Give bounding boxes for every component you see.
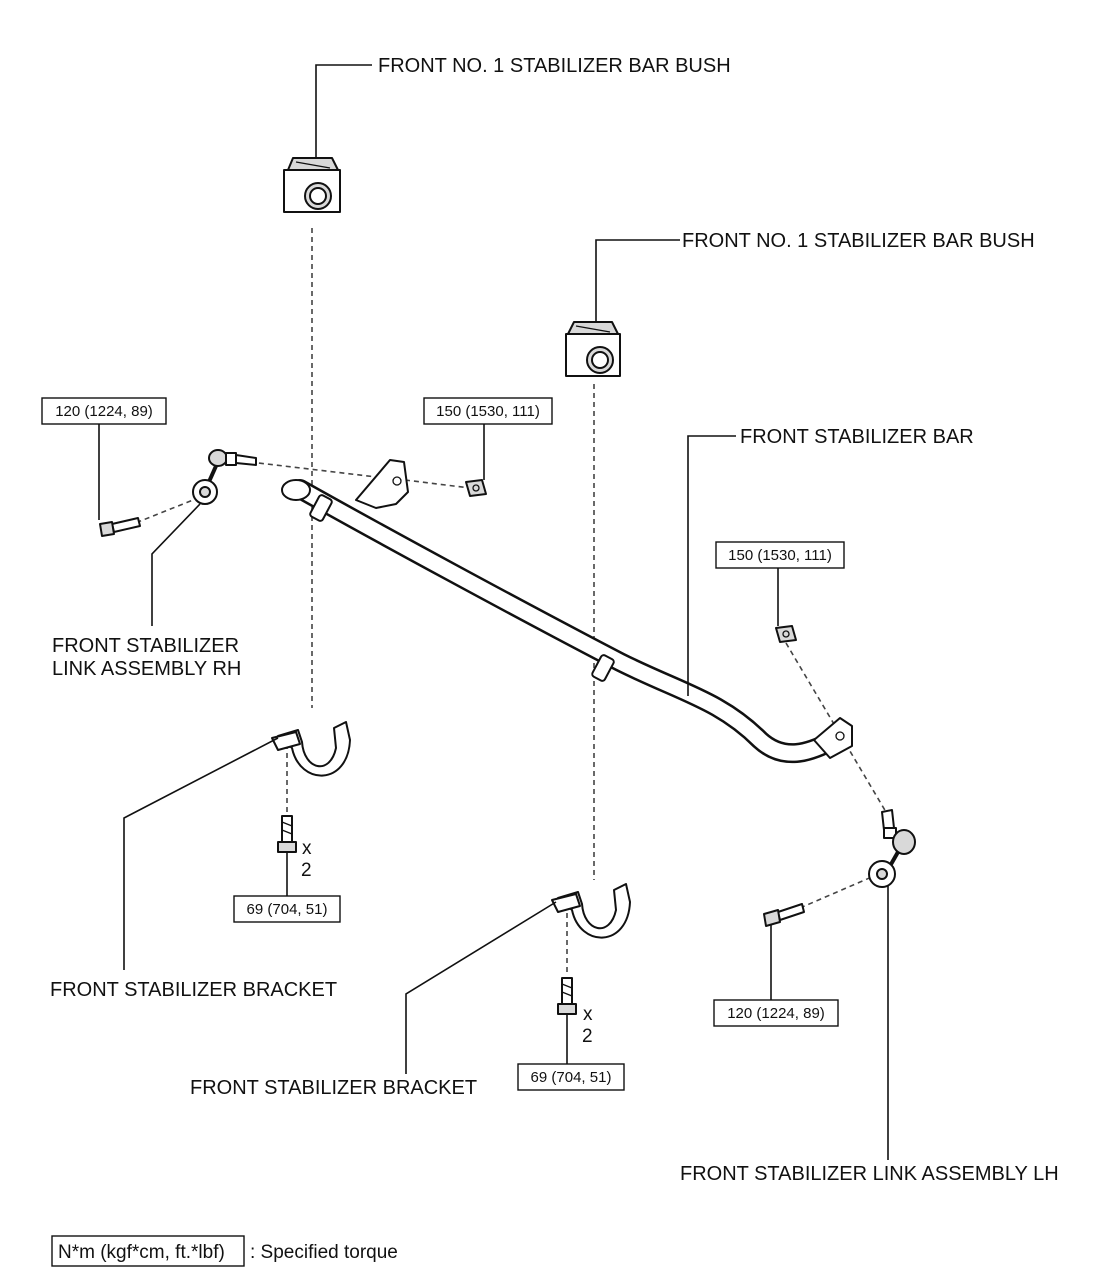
qty-n-center: 2: [582, 1026, 593, 1047]
leader-lines: [98, 64, 889, 1160]
assembly-dashed-lines: [127, 228, 887, 976]
link-assembly-lh: [868, 809, 916, 888]
torque-value: 120 (1224, 89): [55, 403, 153, 420]
bar-bush-upper: [283, 157, 341, 213]
link-lh-nut: [775, 625, 797, 643]
bracket-center: [551, 883, 631, 939]
label-bush-lower: FRONT NO. 1 STABILIZER BAR BUSH: [682, 230, 1035, 252]
torque-link-rh-nut: 150 (1530, 111): [423, 397, 553, 425]
torque-link-lh-bolt: 120 (1224, 89): [713, 999, 839, 1027]
torque-value: 120 (1224, 89): [727, 1005, 825, 1022]
torque-link-lh-nut: 150 (1530, 111): [715, 541, 845, 569]
torque-value: 150 (1530, 111): [728, 547, 832, 564]
label-stabilizer-bar: FRONT STABILIZER BAR: [740, 426, 974, 448]
torque-value: 69 (704, 51): [247, 901, 328, 918]
label-link-rh-line2: LINK ASSEMBLY RH: [52, 658, 241, 680]
torque-value: 150 (1530, 111): [436, 403, 540, 420]
torque-value: 69 (704, 51): [531, 1069, 612, 1086]
qty-n-left: 2: [301, 860, 312, 881]
link-rh-bolt: [99, 517, 141, 537]
label-link-lh: FRONT STABILIZER LINK ASSEMBLY LH: [680, 1163, 1059, 1185]
legend-description: : Specified torque: [250, 1242, 398, 1263]
link-rh-nut: [465, 479, 487, 497]
label-link-rh-line1: FRONT STABILIZER: [52, 635, 239, 657]
front-stabilizer-bar: [281, 459, 853, 764]
label-bracket-left: FRONT STABILIZER BRACKET: [50, 979, 337, 1001]
torque-bracket-center-bolt: 69 (704, 51): [517, 1063, 625, 1091]
qty-x-left: x: [302, 838, 312, 859]
qty-x-center: x: [583, 1004, 593, 1025]
legend: N*m (kgf*cm, ft.*lbf) : Specified torque: [51, 1235, 398, 1267]
bracket-left-bolt: [277, 815, 297, 853]
bar-bush-lower: [565, 321, 621, 377]
bracket-left: [271, 721, 351, 777]
link-lh-bolt: [763, 903, 805, 927]
torque-link-rh-bolt: 120 (1224, 89): [41, 397, 167, 425]
torque-bracket-left-bolt: 69 (704, 51): [233, 895, 341, 923]
bracket-center-bolt: [557, 977, 577, 1015]
link-assembly-rh: [192, 449, 257, 505]
legend-unit: N*m (kgf*cm, ft.*lbf): [58, 1242, 225, 1263]
label-bush-upper: FRONT NO. 1 STABILIZER BAR BUSH: [378, 55, 731, 77]
label-bracket-center: FRONT STABILIZER BRACKET: [190, 1077, 477, 1099]
